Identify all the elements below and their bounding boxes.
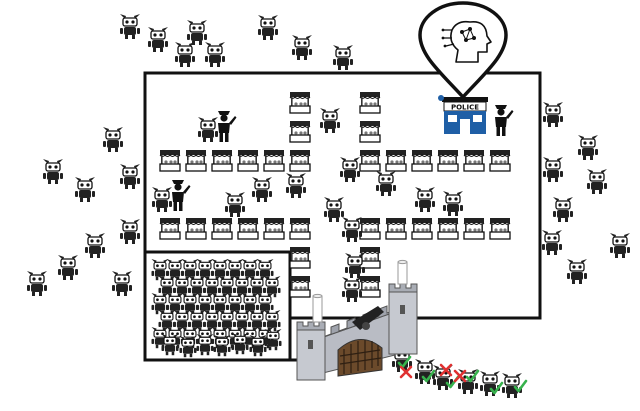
robot-icon [577,134,599,161]
market-stall-icon [237,217,259,240]
robot-icon [102,126,124,153]
robot-icon [147,26,169,53]
robot-icon [251,176,273,203]
robot-icon [84,232,106,259]
robot-icon [552,196,574,223]
market-stall-icon [359,217,381,240]
robot-icon [323,196,345,223]
market-stall-icon [289,275,311,298]
robot-icon [339,156,361,183]
market-stall-icon [411,217,433,240]
robot-icon [119,13,141,40]
ai-head-brain-icon [441,20,492,63]
robot-icon [204,41,226,68]
robot-icon [609,232,631,259]
robot-icon [501,372,523,399]
market-stall-icon [289,91,311,114]
robot-icon [285,172,307,199]
robot-icon [197,116,219,143]
market-stall-icon [159,149,181,172]
robot-icon [319,107,341,134]
market-stall-icon [489,149,511,172]
robot-icon [414,186,436,213]
robot-icon [479,370,501,397]
robot-icon [375,170,397,197]
robot-icon [541,229,563,256]
market-stall-icon [289,246,311,269]
robot-icon [542,101,564,128]
police-officer-icon [495,105,514,136]
market-stall-icon [263,149,285,172]
market-stall-icon [359,246,381,269]
robot-icon [257,14,279,41]
market-stall-icon [211,149,233,172]
police-officer-icon [218,111,237,142]
robot-icon [186,19,208,46]
robot-icon [341,276,363,303]
market-stall-icon [385,149,407,172]
market-stall-icon [185,217,207,240]
robot-icon [151,186,173,213]
market-stall-icon [211,217,233,240]
robot-icon [566,258,588,285]
robot-icon [341,216,363,243]
robot-icon [119,218,141,245]
market-stall-icon [159,217,181,240]
robot-icon [224,191,246,218]
market-stall-icon [185,149,207,172]
robot-icon [195,333,215,356]
market-stall-icon [289,120,311,143]
market-stall-icon [463,149,485,172]
ai-pin [418,1,508,99]
police-sign: POLICE [451,104,479,112]
robot-icon [442,190,464,217]
police-officer-icon [172,180,191,211]
market-stall-icon [359,91,381,114]
market-stall-icon [289,217,311,240]
robot-icon [42,158,64,185]
market-stall-icon [359,275,381,298]
market-stall-icon [489,217,511,240]
robot-icon [57,254,79,281]
market-stall-icon [411,149,433,172]
robot-icon [26,270,48,297]
market-stall-icon [385,217,407,240]
market-stall-icon [463,217,485,240]
robot-icon [542,156,564,183]
market-stall-icon [263,217,285,240]
robot-icon [111,270,133,297]
robot-icon [74,176,96,203]
robot-icon [332,44,354,71]
market-stall-icon [359,149,381,172]
robot-icon [174,41,196,68]
market-stall-icon [237,149,259,172]
market-stall-icon [437,217,459,240]
castle-gate-icon [296,259,418,381]
robot-icon [457,368,479,395]
robot-icon [291,34,313,61]
market-stall-icon [289,149,311,172]
market-stall-icon [359,120,381,143]
robot-icon [119,163,141,190]
police-station: POLICE [438,95,488,134]
market-stall-icon [437,149,459,172]
robot-icon [586,168,608,195]
